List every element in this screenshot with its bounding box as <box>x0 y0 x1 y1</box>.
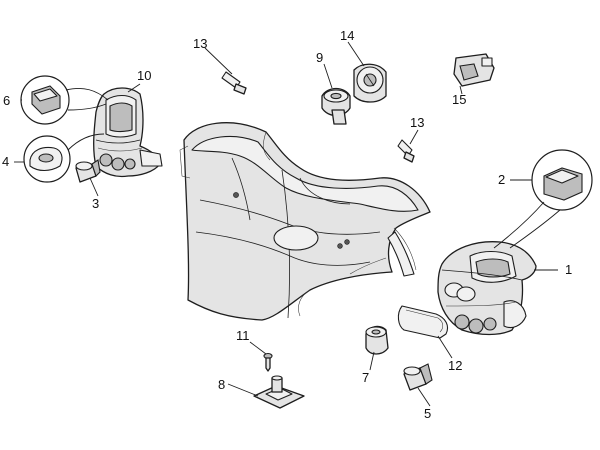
callout-11: 11 <box>236 328 250 343</box>
grommet-7 <box>365 325 389 355</box>
lock-ring-14 <box>353 63 387 103</box>
callout-labels: 1 2 3 4 5 6 7 8 9 10 11 12 13 13 14 15 <box>2 28 572 421</box>
handlebar-cover <box>179 122 431 321</box>
button-detail-4 <box>23 133 105 183</box>
cover-plate-12 <box>397 305 449 339</box>
switch-15 <box>453 53 495 87</box>
callout-13-top: 13 <box>193 36 207 51</box>
callout-12: 12 <box>448 358 462 373</box>
leader-lines <box>14 41 558 407</box>
callout-15: 15 <box>452 92 466 107</box>
switch-knob-3 <box>75 159 101 183</box>
callout-13-right: 13 <box>410 115 424 130</box>
callout-2: 2 <box>498 172 505 187</box>
clip-base-8 <box>253 375 305 409</box>
callout-10: 10 <box>137 68 151 83</box>
callout-1: 1 <box>565 262 572 277</box>
screw-11 <box>263 352 273 372</box>
button-detail-2 <box>493 149 593 249</box>
bulb-13-top <box>221 71 247 95</box>
callout-3: 3 <box>92 196 99 211</box>
switch-knob-5 <box>403 363 433 391</box>
callout-4: 4 <box>2 154 9 169</box>
callout-9: 9 <box>316 50 323 65</box>
callout-7: 7 <box>362 370 369 385</box>
right-switch-housing <box>437 241 537 336</box>
ignition-lock-9 <box>321 87 351 125</box>
callout-6: 6 <box>3 93 10 108</box>
callout-8: 8 <box>218 377 225 392</box>
callout-5: 5 <box>424 406 431 421</box>
bulb-13-right <box>397 139 415 163</box>
left-switch-housing <box>93 87 163 178</box>
button-detail-6 <box>20 75 109 125</box>
callout-14: 14 <box>340 28 354 43</box>
